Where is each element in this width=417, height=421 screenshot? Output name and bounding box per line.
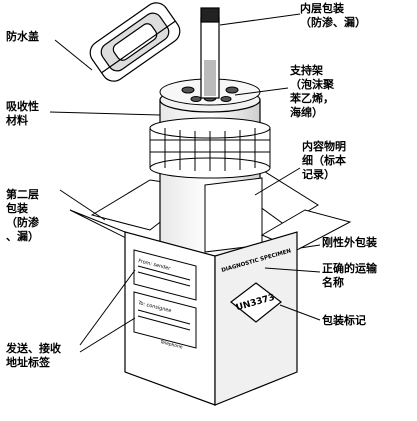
address-label-top — [133, 249, 197, 301]
leader-mark — [279, 304, 321, 321]
label-second-line3: （防渗 — [6, 216, 39, 229]
leader-rack — [234, 87, 289, 96]
label-inner-line2: （防渗、漏） — [300, 16, 366, 29]
label-shipping-line1: 正确的运输 — [322, 262, 377, 275]
label-inner-line1: 内层包装 — [300, 2, 344, 15]
leader-address-bottom — [79, 317, 136, 353]
leader-outer — [299, 244, 321, 249]
label-second-packaging: 第二层 包装 （防渗 、漏） — [6, 188, 39, 244]
label-package-mark: 包装标记 — [322, 314, 366, 328]
leader-second — [59, 189, 106, 221]
label-address-line2: 地址标签 — [6, 356, 50, 369]
label-rack: 支持架 （泡沫聚 苯乙烯， 海绵） — [290, 64, 334, 120]
label-second-line2: 包装 — [6, 202, 28, 215]
label-rack-line1: 支持架 — [290, 64, 323, 77]
label-absorbent: 吸收性 材料 — [6, 100, 39, 128]
label-outer-text: 刚性外包装 — [322, 236, 377, 249]
label-cap-text: 防水盖 — [6, 30, 39, 43]
leader-lines — [49, 13, 321, 353]
address-sub-text: Telephone — [159, 339, 184, 351]
label-rack-line3: 苯乙烯， — [290, 92, 334, 105]
label-rack-line4: 海绵） — [290, 106, 323, 119]
label-absorbent-line1: 吸收性 — [6, 100, 39, 113]
label-second-line1: 第二层 — [6, 188, 39, 201]
un-mark: UN3373 — [230, 282, 282, 323]
waterproof-cap — [89, 2, 181, 82]
label-contents: 内容物明 细（标本 记录） — [302, 140, 346, 182]
leader-shipping — [264, 267, 321, 273]
leader-address-top — [79, 269, 136, 346]
label-mark-text: 包装标记 — [322, 314, 366, 327]
address-labels — [133, 249, 197, 349]
threaded-collar — [149, 117, 271, 179]
leader-contents — [254, 167, 301, 196]
label-rack-line2: （泡沫聚 — [290, 78, 334, 91]
label-waterproof-cap: 防水盖 — [6, 30, 39, 44]
label-contents-line2: 细（标本 — [302, 154, 346, 167]
label-address: 发送、接收 地址标签 — [6, 342, 61, 370]
label-contents-line3: 记录） — [302, 168, 335, 181]
label-inner-packaging: 内层包装 （防渗、漏） — [300, 2, 366, 30]
label-second-line4: 、漏） — [6, 230, 39, 243]
leader-cap — [54, 39, 93, 71]
inner-tube — [200, 7, 220, 99]
label-outer-packaging: 刚性外包装 — [322, 236, 377, 250]
label-address-line1: 发送、接收 — [6, 342, 61, 355]
label-contents-line1: 内容物明 — [302, 140, 346, 153]
label-absorbent-line2: 材料 — [6, 114, 28, 127]
leader-inner — [219, 13, 301, 26]
label-shipping-name: 正确的运输 名称 — [322, 262, 377, 290]
leader-absorbent — [49, 111, 161, 116]
contents-sheet — [204, 177, 263, 253]
label-shipping-line2: 名称 — [322, 276, 344, 289]
